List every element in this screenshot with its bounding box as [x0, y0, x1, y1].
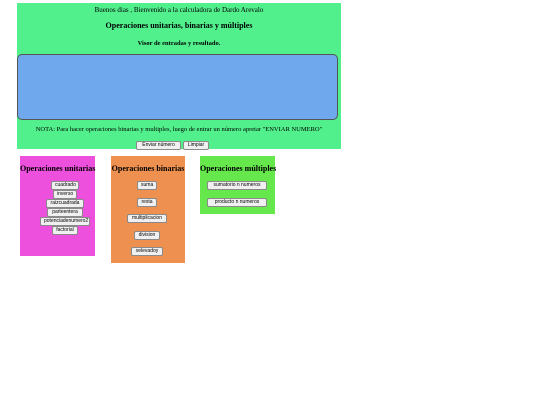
- calculator-display[interactable]: [17, 54, 338, 120]
- clear-button[interactable]: Limpiar: [183, 141, 209, 150]
- binary-operations-title: Operaciones binarias: [111, 164, 185, 173]
- calculator-header: Buenos dias , Bienvenido a la calculador…: [17, 3, 341, 149]
- product-button[interactable]: producto n numeros: [207, 198, 267, 207]
- usage-note: NOTA: Para hacer operaciones binarias y …: [35, 126, 323, 133]
- binary-operations-panel: Operaciones binarias: [111, 156, 185, 263]
- unitary-operations-title: Operaciones unitarias: [20, 164, 96, 173]
- page-title: Operaciones unitarias, binarias y múltip…: [105, 21, 253, 30]
- integer-part-button[interactable]: parteentera: [47, 208, 83, 217]
- send-number-button[interactable]: Enviar número: [136, 141, 181, 150]
- power-of-two-button[interactable]: potenciadenumero2: [40, 217, 90, 226]
- sum-button[interactable]: suma: [137, 181, 157, 190]
- multiply-button[interactable]: multiplicacion: [127, 214, 167, 223]
- square-root-button[interactable]: raizcuadrada: [46, 199, 84, 208]
- power-button[interactable]: xelevadoy: [131, 247, 163, 256]
- square-button[interactable]: cuadrado: [51, 181, 79, 190]
- greeting-text: Buenos dias , Bienvenido a la calculador…: [94, 6, 264, 14]
- display-caption: Visor de entradas y resultado.: [137, 40, 221, 47]
- divide-button[interactable]: division: [134, 231, 160, 240]
- multiple-operations-title: Operaciones múltiples: [200, 164, 277, 173]
- summation-button[interactable]: sumatorio n numeros: [207, 181, 267, 190]
- subtract-button[interactable]: resta: [137, 198, 157, 207]
- factorial-button[interactable]: factorial: [52, 226, 78, 235]
- inverse-button[interactable]: inverso: [53, 190, 77, 199]
